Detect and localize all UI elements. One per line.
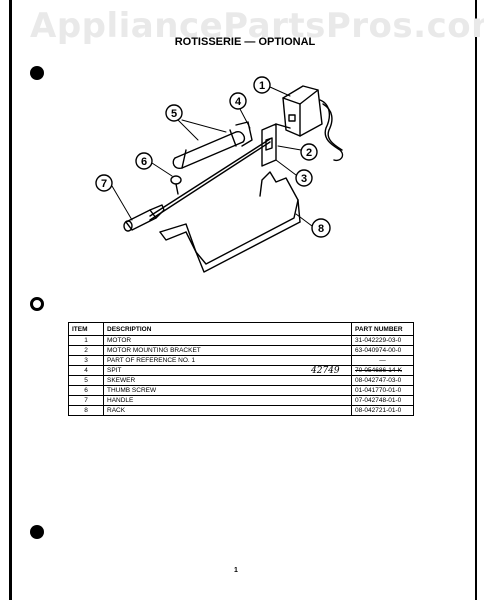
row-part-number: 08-042747-03-0 <box>351 375 414 386</box>
callout-label-3: 3 <box>301 173 307 185</box>
callout-label-5: 5 <box>171 108 177 120</box>
table-row: 7 HANDLE 07-042748-01-0 <box>68 395 414 406</box>
table-row: 4 SPIT 70-054686-14-K <box>68 365 414 376</box>
table-row: 6 THUMB SCREW 01-041770-01-0 <box>68 385 414 396</box>
row-item: 7 <box>68 395 104 406</box>
callout-circle-3 <box>295 169 313 187</box>
row-part-number: 07-042748-01-0 <box>351 395 414 406</box>
table-header-row: ITEM DESCRIPTION PART NUMBER <box>68 322 414 336</box>
rack-drawing <box>159 171 301 273</box>
header-description: DESCRIPTION <box>103 322 352 336</box>
row-description: PART OF REFERENCE NO. 1 <box>103 355 352 366</box>
row-description: SKEWER <box>103 375 352 386</box>
callout-circle-6 <box>135 152 153 170</box>
table-row: 8 RACK 08-042721-01-0 <box>68 405 414 416</box>
table-row: 3 PART OF REFERENCE NO. 1 — <box>68 355 414 366</box>
binder-hole-bottom <box>30 525 44 539</box>
header-part-number: PART NUMBER <box>351 322 414 336</box>
binder-hole-middle <box>30 297 44 311</box>
table-row: 1 MOTOR 31-042229-03-0 <box>68 335 414 346</box>
callout-circle-4 <box>229 92 247 110</box>
callout-circle-1 <box>253 76 271 94</box>
row-description: MOTOR <box>103 335 352 346</box>
parts-list-table: ITEM DESCRIPTION PART NUMBER 1 MOTOR 31-… <box>68 322 414 416</box>
handwritten-note: 42749 <box>311 366 340 376</box>
row-item: 8 <box>68 405 104 416</box>
page-border-right <box>475 0 477 600</box>
row-item: 2 <box>68 345 104 356</box>
row-part-number: 31-042229-03-0 <box>351 335 414 346</box>
callout-circle-8 <box>311 218 331 238</box>
callout-label-2: 2 <box>306 147 312 159</box>
callout-circle-2 <box>300 143 318 161</box>
row-description: MOTOR MOUNTING BRACKET <box>103 345 352 356</box>
callout-circle-5 <box>165 104 183 122</box>
row-part-number: — <box>351 355 414 366</box>
callout-label-1: 1 <box>259 80 265 92</box>
row-part-number-struck: 70-054686-14-K <box>351 365 414 376</box>
callout-circle-7 <box>95 174 113 192</box>
row-description: HANDLE <box>103 395 352 406</box>
table-row: 5 SKEWER 08-042747-03-0 <box>68 375 414 386</box>
row-part-number: 08-042721-01-0 <box>351 405 414 416</box>
callout-label-8: 8 <box>318 223 324 235</box>
rotisserie-diagram: 1 2 3 4 5 6 7 8 <box>95 76 344 273</box>
table-row: 2 MOTOR MOUNTING BRACKET 63-040974-00-0 <box>68 345 414 356</box>
row-item: 4 <box>68 365 104 376</box>
callout-label-4: 4 <box>235 96 242 108</box>
skewer-drawing <box>172 121 253 170</box>
row-part-number: 01-041770-01-0 <box>351 385 414 396</box>
binder-hole-top <box>30 66 44 80</box>
row-description: RACK <box>103 405 352 416</box>
row-part-number: 63-040974-00-0 <box>351 345 414 356</box>
callout-label-7: 7 <box>101 178 107 190</box>
page-number: 1 <box>234 567 238 574</box>
row-item: 6 <box>68 385 104 396</box>
callout-label-6: 6 <box>141 156 147 168</box>
row-description: THUMB SCREW <box>103 385 352 396</box>
watermark: AppliancePartsPros.com <box>30 6 484 46</box>
row-item: 3 <box>68 355 104 366</box>
page-border-left <box>9 0 12 600</box>
thumb-screw-drawing <box>170 175 182 195</box>
row-item: 5 <box>68 375 104 386</box>
handle-drawing <box>123 204 165 232</box>
row-item: 1 <box>68 335 104 346</box>
diagram-title: ROTISSERIE — OPTIONAL <box>174 36 316 48</box>
header-item: ITEM <box>68 322 104 336</box>
motor-drawing <box>282 85 344 162</box>
spit-drawing <box>149 138 271 221</box>
